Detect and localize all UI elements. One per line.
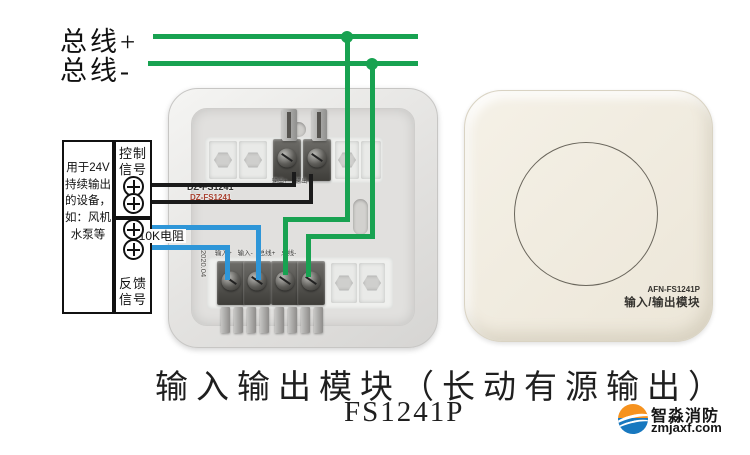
wire-feedback-1 [139,225,261,230]
terminal-clip [282,109,297,141]
screw-icon [247,271,267,291]
input-plus-terminal [217,261,245,305]
screw-icon [275,271,295,291]
hex-nut [214,152,232,168]
caption-model: FS1241P [344,396,465,428]
output-minus-terminal [303,139,331,181]
terminal-plus-icon-control-2 [123,193,144,214]
terminal-slot [239,141,267,179]
wire-control-2 [139,200,313,204]
wire-bus-plus-drop [345,34,350,222]
resistor-label: 410K电阻 [130,229,187,243]
wire-feedback-1-drop [256,225,261,280]
terminal-slot [331,263,357,303]
terminal-slot [359,263,385,303]
contact-tab [247,307,256,333]
terminal-plus-icon-feedback-2 [123,239,144,260]
bus-minus-label: 总线- [60,56,132,86]
wire-control-2-rise [309,174,313,204]
base-model-label-secondary: DZ-FS1241 [190,193,232,200]
module-type-label: 输入/输出模块 [624,297,700,309]
bottom-terminal-labels: 输入+ 输入- 总线+ 总线- [215,250,297,257]
wire-feedback-2 [139,245,230,250]
screw-icon [307,148,327,168]
hex-nut [244,152,262,168]
base-model-label: DZ-FS1241 [187,182,234,192]
watermark-logo-icon [618,404,648,434]
contact-tab [221,307,230,333]
top-terminal-labels: 输出+ 输出- [272,179,310,185]
caption-title: 输入输出模块（长动有源输出） [155,370,729,406]
output-plus-terminal [273,139,301,181]
hex-nut [363,275,381,291]
module-model-label: AFN-FS1241P [647,285,700,294]
io-module-photo [464,90,713,342]
wire-bus-plus-run [283,217,350,222]
base-slot-hole [353,199,368,235]
contact-tab [288,307,297,333]
wire-control-1 [139,183,296,187]
input-minus-terminal [243,261,271,305]
hex-nut [335,275,353,291]
contact-tab [234,307,243,333]
contact-tab [301,307,310,333]
control-signal-label: 控制信号 [118,146,147,178]
watermark-name: 智淼消防 [651,408,720,425]
contact-tab [314,307,323,333]
contact-tab [260,307,269,333]
device-note-text: 用于24V 持续输出 的设备， 如：风机 水泵等 [65,162,111,241]
terminal-plus-icon-feedback-1 [123,219,144,240]
device-note-box: 用于24V 持续输出 的设备， 如：风机 水泵等 [62,140,114,314]
screw-icon [277,148,297,168]
module-face-circle [514,142,658,286]
bus-plus-label: 总线+ [60,27,139,57]
wire-control-1-rise [292,172,296,187]
wire-feedback-2-drop [225,245,230,280]
terminal-slot [209,141,237,179]
watermark-site: zmjaxf.com [651,420,722,435]
wire-bus-minus-drop [370,61,375,239]
wire-bus-minus-horizontal [148,61,418,66]
wire-bus-minus-terminal-drop [306,234,311,277]
bus-minus-terminal [297,261,325,305]
wire-bus-minus-run [306,234,375,239]
base-date-label: 2020.04 [199,250,208,278]
wire-bus-plus-terminal-drop [283,217,288,275]
feedback-signal-label: 反馈信号 [118,275,147,307]
terminal-clip [312,109,327,141]
contact-tab [275,307,284,333]
screw-icon [301,271,321,291]
wire-bus-plus-horizontal [153,34,418,39]
